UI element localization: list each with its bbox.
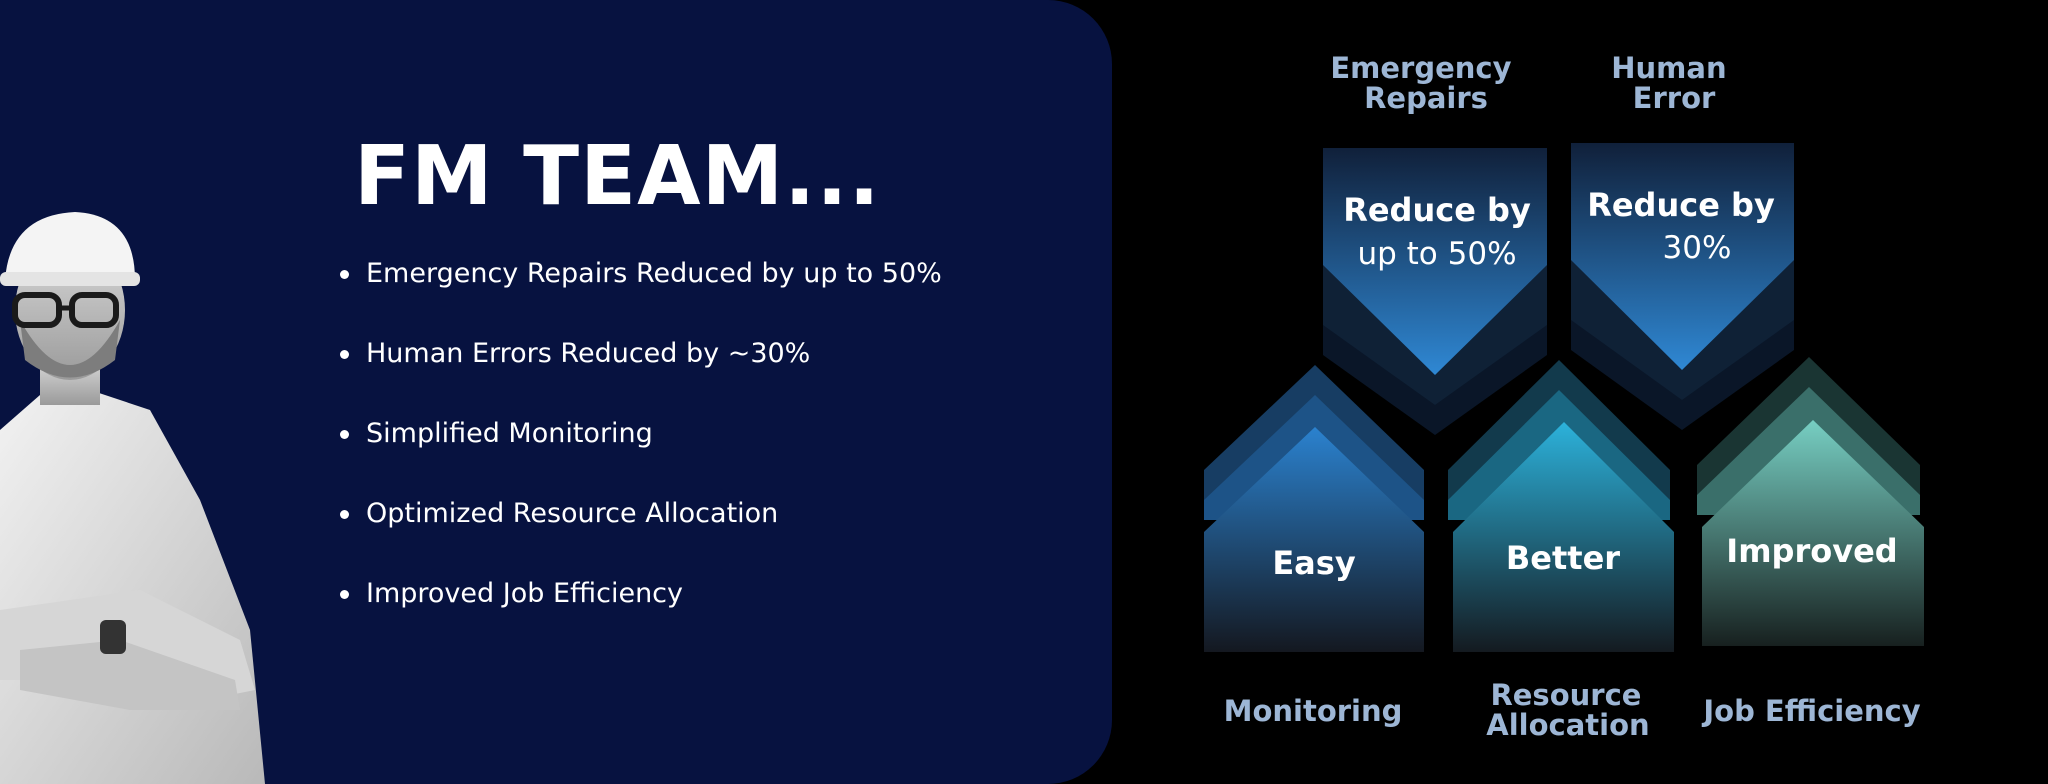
down-arrow-1-line1: Reduce by	[1343, 191, 1531, 229]
up-arrow-2-label: Better	[1506, 539, 1620, 577]
engineer-photo	[0, 212, 265, 784]
bullet-item-monitoring: Simplified Monitoring	[336, 412, 942, 492]
left-panel: FM TEAM... Emergency Repairs Reduced by …	[0, 0, 1112, 784]
up-arrow-3-label: Improved	[1726, 532, 1897, 570]
up-arrow-resource-allocation: Better	[1448, 360, 1674, 652]
top-label-human-error: Human Error	[1611, 51, 1736, 115]
improvement-diagram: Emergency Repairs Human Error Reduce by …	[1204, 51, 1924, 742]
bullet-item-human-errors: Human Errors Reduced by ~30%	[336, 332, 942, 412]
down-arrow-2-line2: 30%	[1663, 230, 1732, 266]
down-arrow-human-error: Reduce by 30%	[1571, 143, 1794, 430]
up-arrow-monitoring: Easy	[1204, 365, 1424, 652]
down-arrow-emergency-repairs: Reduce by up to 50%	[1323, 148, 1547, 435]
slide-title: FM TEAM...	[354, 129, 881, 224]
bottom-label-job-efficiency: Job Efficiency	[1701, 694, 1920, 728]
down-arrow-2-line1: Reduce by	[1587, 186, 1775, 224]
down-arrow-1-line2: up to 50%	[1357, 236, 1516, 272]
top-label-emergency-repairs: Emergency Repairs	[1330, 51, 1521, 115]
bullet-item-emergency-repairs: Emergency Repairs Reduced by up to 50%	[336, 252, 942, 332]
up-arrow-job-efficiency: Improved	[1697, 357, 1924, 646]
bottom-label-monitoring: Monitoring	[1224, 694, 1403, 728]
up-arrow-1-label: Easy	[1272, 544, 1356, 582]
bullet-item-job-efficiency: Improved Job Efficiency	[336, 572, 942, 652]
bottom-label-resource-allocation: Resource Allocation	[1486, 678, 1651, 742]
bullet-item-resource-allocation: Optimized Resource Allocation	[336, 492, 942, 572]
bullet-list: Emergency Repairs Reduced by up to 50% H…	[336, 252, 942, 652]
